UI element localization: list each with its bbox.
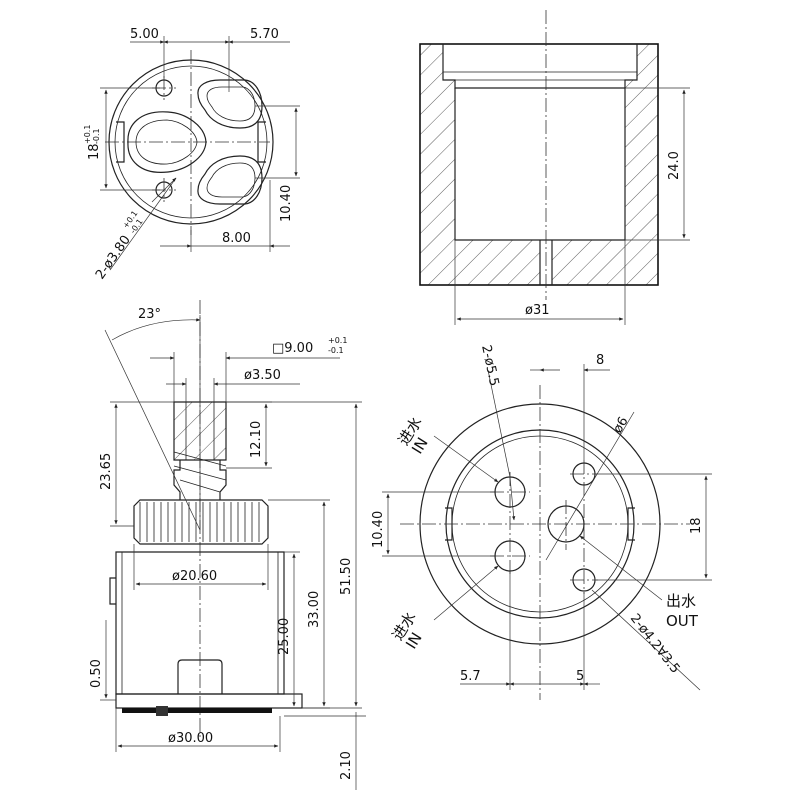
dim-5: 5	[576, 669, 584, 684]
label-outlet-en: OUT	[666, 612, 699, 630]
dim-18-label: 18 +0.1 -0.1	[83, 125, 102, 160]
dim-5-00: 5.00	[130, 27, 159, 42]
svg-text:24.0: 24.0	[667, 151, 682, 180]
svg-text:10.40: 10.40	[371, 511, 386, 548]
dim-2-10: 2.10	[339, 751, 354, 780]
dim-holes-3-80: 2-ø3.80 +0.1 -0.1	[93, 209, 145, 282]
housing-top-groove	[442, 44, 638, 89]
body-clip	[109, 577, 116, 605]
bottom-view: 8 2-ø5.5 ø6 进水 IN 进水 IN 出水 OUT	[371, 344, 712, 700]
base-plate	[115, 693, 303, 709]
svg-text:12.10: 12.10	[249, 421, 264, 458]
dim-8: 8	[596, 353, 604, 368]
dim-12-10: 12.10	[249, 421, 264, 458]
knurled-cap	[133, 499, 269, 545]
dim-diameter-31: ø31	[525, 303, 550, 318]
svg-text:23.65: 23.65	[99, 453, 114, 490]
dim-18: 18	[689, 517, 704, 534]
dim-holes-5-5: 2-ø5.5	[478, 344, 501, 388]
top-view-base: 5.00 5.70 18 +0.1 -0.1 10.40 8.00 2-ø3	[83, 27, 300, 282]
dim-25-00: 25.00	[277, 618, 292, 655]
inlet-port-left	[127, 111, 207, 173]
dim-8-00: 8.00	[222, 231, 251, 246]
right-notch	[257, 121, 266, 163]
dim-51-50: 51.50	[339, 558, 354, 595]
dim-0-50: 0.50	[89, 659, 104, 688]
label-inlet-bottom: 进水 IN	[389, 609, 426, 652]
svg-text:25.00: 25.00	[277, 618, 292, 655]
outlet-port-lower-inner	[206, 162, 256, 198]
svg-text:2.10: 2.10	[339, 751, 354, 780]
housing-section-view: 24.0 ø31	[419, 10, 690, 325]
dim-23-65: 23.65	[99, 453, 114, 490]
svg-text:33.00: 33.00	[307, 591, 322, 628]
svg-text:+0.1: +0.1	[328, 336, 347, 345]
label-inlet-top: 进水 IN	[395, 414, 432, 457]
dim-5-7: 5.7	[460, 669, 481, 684]
svg-text:0.50: 0.50	[89, 659, 104, 688]
dim-diameter-20-60: ø20.60	[172, 569, 217, 584]
dim-stem-3-50: ø3.50	[244, 368, 281, 383]
svg-text:10.40: 10.40	[279, 185, 294, 222]
dim-angle-23: 23°	[138, 307, 161, 322]
stem-top	[173, 401, 227, 461]
svg-text:18: 18	[689, 517, 704, 534]
svg-text:ø6: ø6	[610, 414, 631, 436]
cartridge-side-view: 23° □9.00 +0.1 -0.1 ø3.50 12.10 23.65	[89, 300, 366, 790]
svg-text:18: 18	[87, 143, 102, 160]
dim-10-40: 10.40	[279, 185, 294, 222]
stem-shoulder	[173, 460, 227, 500]
dim-24-0: 24.0	[667, 151, 682, 180]
label-outlet-cn: 出水	[666, 592, 696, 610]
outlet-port-lower	[197, 155, 263, 205]
inlet-port-left-inner	[135, 119, 198, 165]
dim-5-70: 5.70	[250, 27, 279, 42]
dim-diameter-30: ø30.00	[168, 731, 213, 746]
housing-outline	[419, 43, 659, 286]
body-bottom-tab	[177, 659, 223, 694]
knurl-lines	[139, 502, 260, 542]
dim-square-9: □9.00	[272, 341, 313, 356]
dim-33-00: 33.00	[307, 591, 322, 628]
svg-text:+0.1: +0.1	[83, 125, 92, 144]
svg-text:-0.1: -0.1	[328, 346, 344, 355]
svg-text:2-ø5.5: 2-ø5.5	[478, 344, 501, 388]
outlet-port-upper-inner	[206, 86, 256, 122]
svg-text:-0.1: -0.1	[92, 128, 101, 144]
base-seal	[122, 708, 272, 713]
svg-text:2-ø3.80: 2-ø3.80	[93, 233, 134, 282]
dim-diameter-6: ø6	[610, 414, 631, 436]
outlet-port-upper	[197, 79, 263, 129]
dim-10-40-bottom: 10.40	[371, 511, 386, 548]
svg-text:51.50: 51.50	[339, 558, 354, 595]
